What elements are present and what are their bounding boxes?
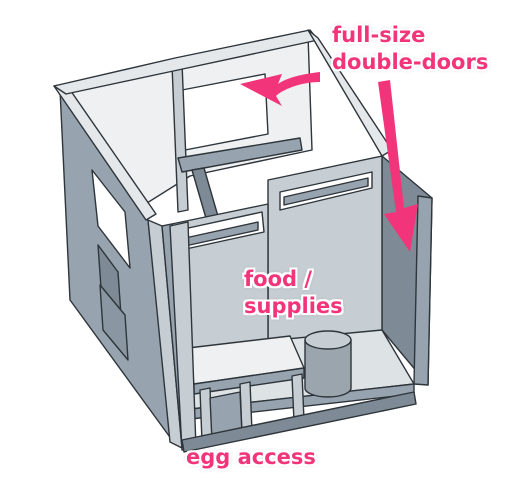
label-storage: food / supplies	[244, 266, 343, 320]
pointer-arrows	[240, 72, 418, 252]
roost-bar	[177, 137, 303, 173]
left-window-upper	[91, 169, 131, 269]
supply-bin-lid	[304, 330, 352, 350]
label-doors: full-size double-doors	[332, 22, 488, 76]
doors-arrow-left	[240, 72, 320, 106]
label-eggs-line: egg access	[186, 445, 316, 469]
front-base-beam	[181, 391, 417, 453]
front-right-window-inner	[283, 177, 369, 206]
label-eggs: egg access	[186, 444, 316, 471]
doors-arrow-down	[378, 80, 418, 252]
left-access-panel	[99, 284, 129, 361]
right-wall-front-edge	[413, 195, 433, 386]
label-storage-line-1: food /	[244, 267, 313, 291]
label-doors-line-2: double-doors	[332, 50, 489, 74]
label-storage-line-2: supplies	[244, 294, 343, 318]
supply-bin	[304, 339, 352, 398]
label-doors-line-1: full-size	[332, 23, 426, 47]
